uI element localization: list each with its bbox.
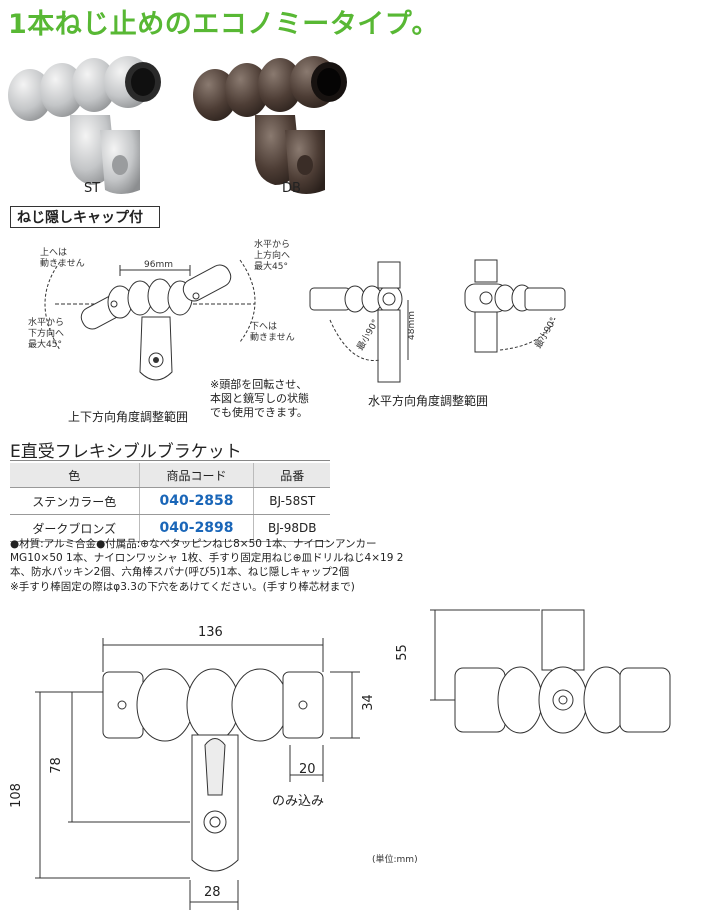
product-st-image xyxy=(8,56,161,194)
row-part: BJ-98DB xyxy=(253,514,330,542)
product-photos xyxy=(8,56,347,194)
section-rule xyxy=(10,460,330,461)
dim-side-height: 55 xyxy=(394,644,410,661)
dim-height-total: 108 xyxy=(8,783,24,808)
headline: 1本ねじ止めのエコノミータイプ。 xyxy=(8,9,439,40)
row-code: 040-2858 xyxy=(139,487,255,515)
dim-inset-label: のみ込み xyxy=(272,794,325,809)
variant-label-st: ST xyxy=(84,181,101,196)
label-bottom-left: 水平から 下方向へ 最大45° xyxy=(28,318,65,350)
dim-base-width: 28 xyxy=(204,885,221,900)
label-right: 下へは 動きません xyxy=(250,322,295,343)
front-dimension-drawing xyxy=(35,638,360,910)
vertical-caption: 上下方向角度調整範囲 xyxy=(68,410,189,424)
vertical-angle-diagram xyxy=(44,259,256,381)
label-top-right: 水平から 上方向へ 最大45° xyxy=(254,240,291,272)
variant-label-db: DB xyxy=(282,181,301,196)
table-row: ステンカラー色 040-2858 BJ-58ST xyxy=(10,487,330,515)
header-color: 色 xyxy=(10,463,140,488)
header-part: 品番 xyxy=(253,463,330,488)
height-label: 48mm xyxy=(407,311,417,340)
row-code: 040-2898 xyxy=(139,514,255,542)
table-row: ダークブロンズ 040-2898 BJ-98DB xyxy=(10,514,330,542)
span-label: 96mm xyxy=(144,260,173,270)
header-code: 商品コード xyxy=(139,463,255,488)
product-db-image xyxy=(193,56,347,194)
row-color: ダークブロンズ xyxy=(10,514,140,542)
dim-inset: 20 xyxy=(299,762,316,777)
rotation-note: ※頭部を回転させ、 本図と鏡写しの状態 でも使用できます。 xyxy=(210,378,309,419)
row-part: BJ-58ST xyxy=(253,487,330,515)
row-color: ステンカラー色 xyxy=(10,487,140,515)
horizontal-angle-diagram xyxy=(309,259,566,383)
side-dimension-drawing xyxy=(430,609,671,734)
dim-height-mid: 78 xyxy=(48,757,64,774)
product-table: 色 商品コード 品番 ステンカラー色 040-2858 BJ-58ST ダークブ… xyxy=(10,463,330,542)
unit-label: (単位:mm) xyxy=(372,855,418,865)
drill-note: ※手すり棒固定の際はφ3.3の下穴をあけてください。(手すり棒芯材まで) xyxy=(10,581,355,593)
table-header-row: 色 商品コード 品番 xyxy=(10,463,330,488)
dim-width: 136 xyxy=(198,625,223,640)
section-title: E直受フレキシブルブラケット xyxy=(10,442,242,462)
feature-label: ねじ隠しキャップ付 xyxy=(10,206,160,228)
horizontal-caption: 水平方向角度調整範囲 xyxy=(368,394,489,408)
label-top-left: 上へは 動きません xyxy=(40,248,85,269)
material-note: ●材質:アルミ合金●付属品:⊕なべタッピンねじ8×50 1本、ナイロンアンカーM… xyxy=(10,538,404,578)
dim-height-right: 34 xyxy=(360,694,376,711)
